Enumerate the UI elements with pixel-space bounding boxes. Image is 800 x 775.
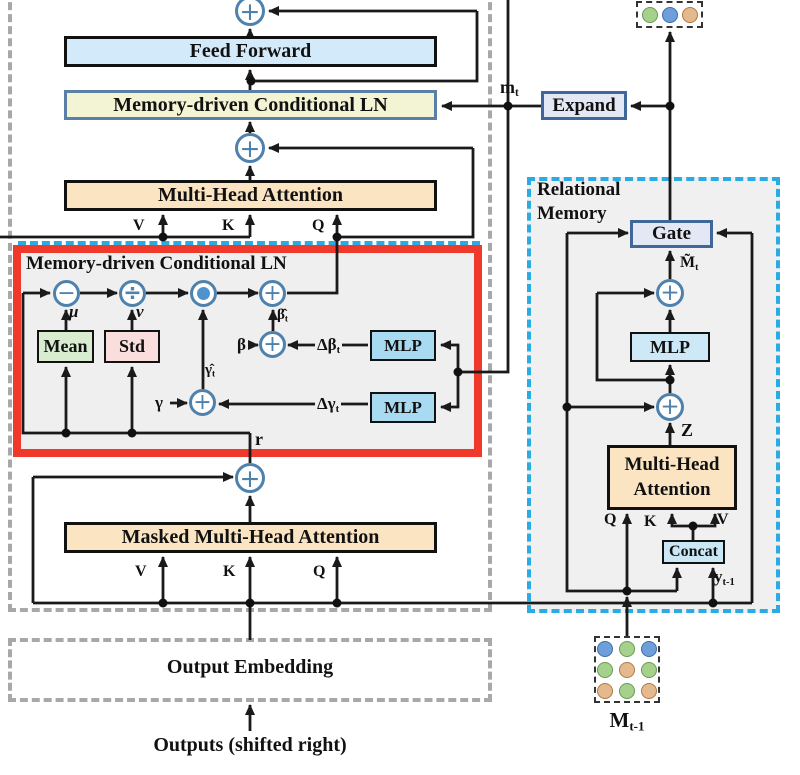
m-prev-label: Mt-1 [609, 708, 645, 734]
rm-mlp-box: MLP [630, 332, 710, 362]
k-label-lower: K [223, 563, 236, 580]
divide-icon: ÷ [119, 280, 146, 307]
dot-product-icon [190, 280, 217, 307]
masked-multi-head-attention-label: Masked Multi-Head Attention [121, 526, 380, 548]
gate-label: Gate [651, 223, 692, 245]
v-label-upper: V [133, 217, 145, 234]
green-memory-cell [619, 682, 635, 699]
y-prev-label: yt-1 [714, 567, 735, 588]
mlp-beta-box: MLP [370, 330, 436, 361]
outputs-label: Outputs (shifted right) [153, 734, 347, 756]
concat-label: Concat [669, 542, 718, 560]
gamma-label: γ [155, 393, 163, 412]
expand-label: Expand [552, 94, 616, 116]
add-icon-gamma: + [189, 389, 216, 416]
green-memory-cell [597, 661, 613, 678]
m-tilde-label: M̃t [680, 254, 699, 273]
output-memory-cells-box [636, 1, 703, 28]
subtract-icon: − [53, 280, 80, 307]
std-box: Std [104, 330, 160, 363]
q-label-lower: Q [313, 563, 326, 580]
add-icon-bottom: + [235, 463, 265, 493]
output-embedding-label: Output Embedding [166, 656, 334, 678]
std-label: Std [118, 336, 145, 357]
v-label-lower: V [135, 563, 147, 580]
masked-multi-head-attention-box: Masked Multi-Head Attention [64, 522, 437, 553]
orange-memory-cell [641, 682, 657, 699]
delta-beta-label: Δβt [315, 335, 343, 356]
blue-memory-cell [597, 640, 613, 657]
concat-box: Concat [662, 540, 725, 564]
add-icon-beta: + [259, 331, 286, 358]
mlp-beta-label: MLP [384, 335, 422, 355]
rm-v-label: V [717, 511, 729, 528]
add-icon-ln-out: + [259, 280, 286, 307]
mcln-box: Memory-driven Conditional LN [64, 90, 437, 120]
beta-hat-label: β̂t [277, 307, 289, 325]
mean-box: Mean [37, 330, 94, 363]
delta-gamma-label: Δγt [315, 394, 342, 415]
green-memory-cell [641, 661, 657, 678]
r-label: r [255, 429, 263, 449]
orange-memory-cell [619, 661, 635, 678]
z-label: Z [681, 420, 694, 440]
junction-dots [61, 76, 718, 608]
rm-k-label: K [644, 513, 657, 530]
nu-label: ν [136, 302, 144, 321]
mcln-label: Memory-driven Conditional LN [113, 93, 388, 116]
mcln-detail-wires [21, 288, 368, 435]
add-icon-rm-top: + [656, 279, 684, 307]
k-label-upper: K [222, 217, 235, 234]
relational-memory-box [527, 177, 780, 613]
rm-mlp-label: MLP [650, 336, 690, 357]
mu-label: μ [69, 302, 79, 321]
mlp-gamma-box: MLP [370, 392, 436, 423]
m-t-label: mt [500, 77, 519, 100]
feed-forward-box: Feed Forward [64, 36, 437, 67]
q-label-upper: Q [312, 217, 325, 234]
add-icon-rm-bottom: + [656, 393, 684, 421]
mean-label: Mean [43, 336, 88, 357]
mcln-cyan-outline [18, 241, 480, 245]
multi-head-attention-box: Multi-Head Attention [64, 180, 437, 211]
orange-memory-cell [597, 682, 613, 699]
multi-head-attention-label: Multi-Head Attention [158, 184, 343, 206]
feed-forward-label: Feed Forward [189, 40, 312, 62]
add-icon-top: + [235, 0, 265, 26]
previous-memory-matrix-box [594, 636, 660, 703]
mcln-detail-title: Memory-driven Conditional LN [26, 253, 287, 274]
gamma-hat-label: γ̂t [205, 362, 216, 380]
green-memory-cell [619, 640, 635, 657]
blue-memory-cell [641, 640, 657, 657]
green-memory-cell [641, 6, 658, 23]
relational-memory-wires [565, 31, 720, 636]
mlp-gamma-label: MLP [384, 397, 422, 417]
blue-memory-cell [661, 6, 678, 23]
beta-label: β [237, 335, 246, 354]
gate-box: Gate [630, 220, 713, 248]
orange-memory-cell [681, 6, 698, 23]
expand-box: Expand [541, 91, 627, 120]
rm-q-label: Q [604, 511, 617, 528]
add-icon-mid: + [235, 133, 265, 163]
